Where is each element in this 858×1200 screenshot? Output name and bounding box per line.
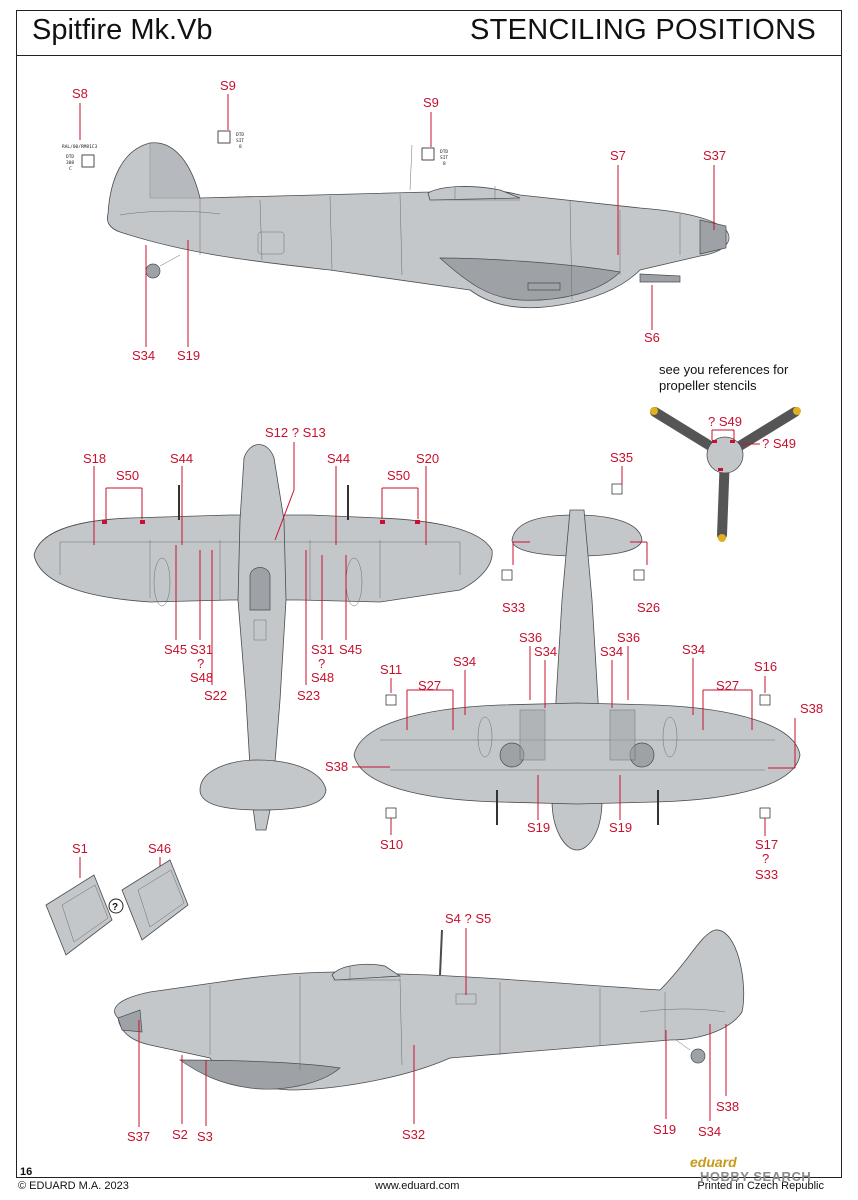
label-s38: S38 — [800, 701, 823, 716]
label-question-b: ? — [318, 656, 325, 671]
label-s38-b: S38 — [325, 759, 348, 774]
label-s1: S1 — [72, 841, 88, 856]
label-s19-c: S19 — [609, 820, 632, 835]
side-view-right-labels: S8 S9 S9 S7 S37 S6 S34 S19 — [72, 78, 726, 363]
label-s27: S27 — [418, 678, 441, 693]
dtd-sit-text: SIT — [236, 138, 244, 144]
label-s8: S8 — [72, 86, 88, 101]
label-s16: S16 — [754, 659, 777, 674]
label-s34-b: S34 — [534, 644, 557, 659]
label-s33-b: S33 — [755, 867, 778, 882]
website-link[interactable]: www.eduard.com — [375, 1180, 460, 1192]
dtd-stencil-text-3: DTD — [440, 149, 448, 155]
underside-view — [353, 483, 801, 851]
label-s36: S36 — [519, 630, 542, 645]
page-frame — [16, 10, 842, 1178]
side-view-left-leaders — [138, 928, 727, 1127]
label-s50-b: S50 — [387, 468, 410, 483]
label-s37-b: S37 — [127, 1129, 150, 1144]
hobby-search-watermark: HOBBY SEARCH — [700, 1169, 812, 1184]
label-s27-b: S27 — [716, 678, 739, 693]
label-s46: S46 — [148, 841, 171, 856]
dtd-digit-text-2: 8 — [443, 161, 446, 167]
label-s22: S22 — [204, 688, 227, 703]
header-rule — [16, 55, 842, 56]
label-s11: S11 — [380, 662, 402, 677]
label-s20: S20 — [416, 451, 439, 466]
label-s34-c: S34 — [600, 644, 623, 659]
propeller-note-line2: propeller stencils — [659, 378, 757, 393]
underside-view-leaders — [352, 466, 796, 836]
label-q-s49-top: ? S49 — [708, 414, 742, 429]
side-view-left-labels: S4 ? S5 S37 S2 S3 S32 S19 S34 S38 — [127, 911, 739, 1144]
dtd-number-text: 308 — [66, 160, 74, 166]
eduard-logo: eduard — [690, 1154, 737, 1170]
underside-view-labels: S35 S33 S26 S36 S34 S34 S36 S34 S11 S27 … — [325, 450, 823, 882]
label-s45: S45 — [164, 642, 187, 657]
label-s19-d: S19 — [653, 1122, 676, 1137]
label-question-c: ? — [762, 851, 769, 866]
label-s48-b: S48 — [311, 670, 334, 685]
printed-in-text: Printed in Czech Republic — [697, 1180, 824, 1192]
label-s34-f: S34 — [698, 1124, 721, 1139]
label-s38-c: S38 — [716, 1099, 739, 1114]
side-view-right-leaders — [79, 94, 715, 347]
label-s34: S34 — [132, 348, 155, 363]
label-s35: S35 — [610, 450, 633, 465]
dtd-suffix-text: C — [69, 166, 72, 172]
top-view-leaders — [93, 442, 427, 685]
side-view-right-stencil-boxes: RAL/00/RM81C3 DTD 308 C DTD SIT 8 DTD SI… — [62, 130, 448, 172]
radiator-parts — [45, 857, 189, 956]
label-s4-s5: S4 ? S5 — [445, 911, 491, 926]
label-s44-b: S44 — [327, 451, 350, 466]
dtd-sit-text-2: SIT — [440, 155, 448, 161]
label-s9-b: S9 — [423, 95, 439, 110]
label-s7: S7 — [610, 148, 626, 163]
label-s18: S18 — [83, 451, 106, 466]
section-title: STENCILING POSITIONS — [470, 14, 816, 46]
label-s26: S26 — [637, 600, 660, 615]
top-view-labels: S12 ? S13 S18 S50 S44 S44 S50 S20 S45 S3… — [83, 425, 439, 703]
label-s36-b: S36 — [617, 630, 640, 645]
label-s6: S6 — [644, 330, 660, 345]
question-circle: ? — [112, 902, 118, 913]
label-s31: S31 — [190, 642, 213, 657]
label-s19-b: S19 — [527, 820, 550, 835]
label-s50: S50 — [116, 468, 139, 483]
propeller-view — [650, 407, 801, 542]
label-s9: S9 — [220, 78, 236, 93]
label-s37: S37 — [703, 148, 726, 163]
label-s33: S33 — [502, 600, 525, 615]
propeller-note-line1: see you references for — [659, 362, 789, 377]
label-s48: S48 — [190, 670, 213, 685]
label-s32: S32 — [402, 1127, 425, 1142]
label-q-s49-right: ? S49 — [762, 436, 796, 451]
side-view-right — [106, 142, 730, 309]
dtd-digit-text: 8 — [239, 144, 242, 150]
label-question-a: ? — [197, 656, 204, 671]
label-s23: S23 — [297, 688, 320, 703]
label-s31-b: S31 — [311, 642, 334, 657]
copyright-text: © EDUARD M.A. 2023 — [18, 1180, 129, 1192]
label-s10: S10 — [380, 837, 403, 852]
page-number: 16 — [20, 1166, 33, 1178]
label-s44: S44 — [170, 451, 193, 466]
top-view — [33, 444, 493, 831]
label-s2: S2 — [172, 1127, 188, 1142]
serial-code-stencil: RAL/00/RM81C3 — [62, 144, 98, 150]
dtd-stencil-text: DTD — [66, 154, 74, 160]
label-s3: S3 — [197, 1129, 213, 1144]
label-s45-b: S45 — [339, 642, 362, 657]
side-view-left — [114, 929, 745, 1091]
model-title: Spitfire Mk.Vb — [32, 14, 213, 46]
label-s34-d: S34 — [682, 642, 705, 657]
label-s12-s13: S12 ? S13 — [265, 425, 326, 440]
label-s34-e: S34 — [453, 654, 476, 669]
label-s17: S17 — [755, 837, 778, 852]
label-s19: S19 — [177, 348, 200, 363]
dtd-stencil-text-2: DTD — [236, 132, 244, 138]
